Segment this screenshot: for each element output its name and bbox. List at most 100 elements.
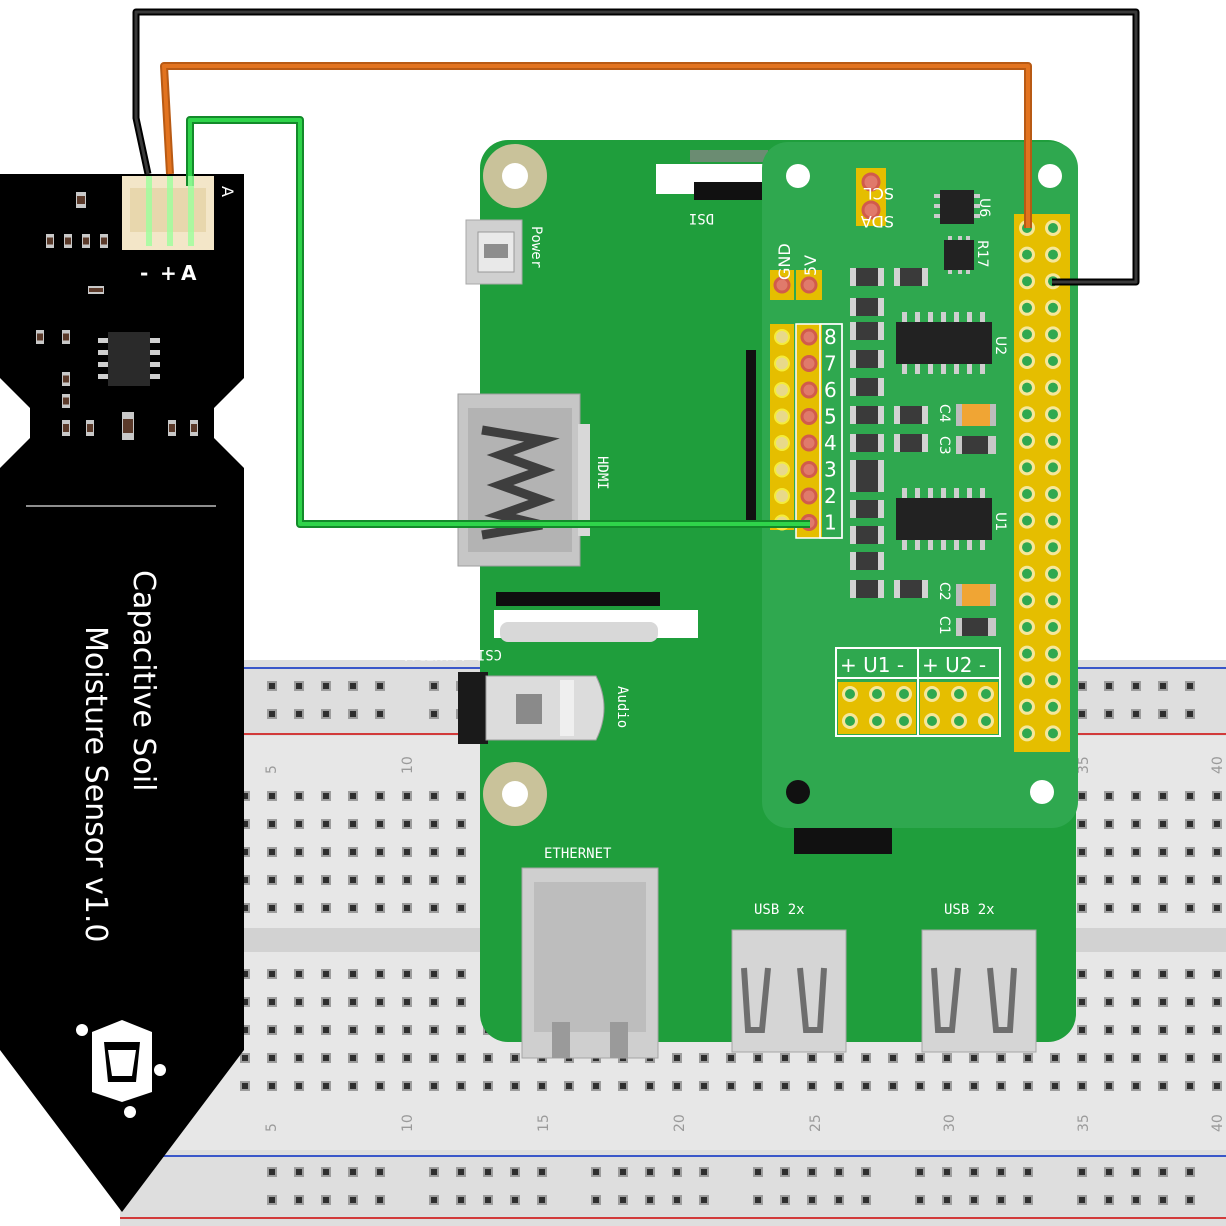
gpio-pin-hole [1022, 648, 1032, 659]
breadboard-hole-core [1133, 999, 1139, 1005]
breadboard-hole-core [431, 849, 437, 855]
sensor-smd-part-body [47, 237, 53, 245]
u1-group-label: + U1 - [840, 653, 904, 677]
channel-number: 3 [824, 458, 837, 482]
smd-resistor-body [900, 434, 922, 452]
breadboard-hole-core [404, 999, 410, 1005]
bb-top-number-5: 5 [264, 765, 280, 774]
breadboard-hole-core [1214, 793, 1220, 799]
ic-leg [941, 540, 946, 550]
group-pad-hole [845, 689, 855, 699]
breadboard-hole-core [269, 821, 275, 827]
breadboard-hole-core [350, 849, 356, 855]
rail-hole-core [674, 1197, 680, 1203]
breadboard-hole-core [1187, 849, 1193, 855]
rail-hole-core [1025, 1169, 1031, 1175]
breadboard-hole-core [1187, 905, 1193, 911]
ic-leg [954, 364, 959, 374]
breadboard-hole-core [1160, 877, 1166, 883]
ic-leg [941, 364, 946, 374]
breadboard-hole-core [404, 1027, 410, 1033]
u6-label: U6 [976, 198, 992, 217]
bb-bottom-number-30: 30 [942, 1114, 958, 1132]
channel-pad-right [800, 434, 818, 452]
scl-pad [861, 172, 881, 192]
gpio-pin-hole [1022, 568, 1032, 579]
rail-hole-core [323, 683, 329, 689]
smd-resistor-body [856, 298, 878, 316]
breadboard-hole-core [431, 793, 437, 799]
breadboard-hole-core [1160, 905, 1166, 911]
breadboard-hole-core [350, 821, 356, 827]
c4-capacitor [956, 404, 996, 426]
breadboard-hole-core [404, 877, 410, 883]
rail-hole-core [863, 1169, 869, 1175]
breadboard-hole-core [323, 1055, 329, 1061]
breadboard-hole-core [1025, 1055, 1031, 1061]
breadboard-hole-core [323, 1027, 329, 1033]
rail-hole-core [350, 1169, 356, 1175]
breadboard-hole-core [620, 1083, 626, 1089]
group-pad-hole [872, 716, 882, 726]
breadboard-hole-core [377, 1083, 383, 1089]
csi-label: CSI (CAMERA) [401, 646, 502, 662]
gpio-pin-hole [1022, 595, 1032, 606]
rail-hole-core [269, 1169, 275, 1175]
dsi-label: DSI [689, 210, 714, 226]
breadboard-hole-core [1214, 905, 1220, 911]
bb-top-number-10: 10 [400, 756, 416, 774]
breadboard-hole-core [836, 1055, 842, 1061]
channel-pad-right [800, 461, 818, 478]
c3-capacitor [956, 436, 996, 454]
group-pad-hole [899, 689, 909, 699]
u6-chip [934, 190, 980, 224]
u1-label: U1 [992, 512, 1008, 531]
rail-hole-core [647, 1197, 653, 1203]
breadboard-hole-core [485, 1083, 491, 1089]
breadboard-hole-core [566, 1083, 572, 1089]
breadboard-hole-core [269, 1055, 275, 1061]
ic-leg [928, 540, 933, 550]
ic-leg [967, 364, 972, 374]
rail-hole-core [458, 1169, 464, 1175]
usb-port-left [731, 929, 847, 1053]
rail-hole-core [1160, 1169, 1166, 1175]
channel-pad-right [800, 355, 818, 372]
rail-hole-core [431, 1169, 437, 1175]
rail-hole-core [917, 1169, 923, 1175]
breadboard-hole-core [1133, 1027, 1139, 1033]
rail-hole-core [647, 1169, 653, 1175]
breadboard-hole-core [1214, 821, 1220, 827]
sensor-smd-part-body [63, 375, 69, 383]
breadboard-hole-core [458, 1027, 464, 1033]
breadboard-hole-core [1106, 849, 1112, 855]
rail-hole-core [809, 1197, 815, 1203]
breadboard-hole-core [269, 971, 275, 977]
breadboard-hole-core [404, 971, 410, 977]
smd-resistor-body [856, 500, 878, 518]
gpio-pin-hole [1048, 622, 1058, 632]
breadboard-hole-core [431, 1027, 437, 1033]
sda-label: SDA [861, 212, 894, 231]
gpio-pin-hole [1022, 701, 1032, 712]
gpio-pin-hole [1048, 648, 1058, 659]
breadboard-hole-core [1106, 971, 1112, 977]
gpio-pin-hole [1022, 356, 1032, 366]
breadboard-hole-core [917, 1055, 923, 1061]
sensor-smd-part-body [89, 288, 103, 292]
ethernet-label: ETHERNET [544, 846, 612, 862]
breadboard-hole-core [701, 1083, 707, 1089]
breadboard-hole-core [1133, 1083, 1139, 1089]
gnd-label: GND [775, 243, 794, 280]
rail-hole-core [323, 711, 329, 717]
gpio-pin-hole [1048, 462, 1058, 473]
breadboard-hole-core [404, 821, 410, 827]
bb-bottom-number-10: 10 [400, 1114, 416, 1132]
breadboard-hole-core [1160, 793, 1166, 799]
smd-resistor-body [900, 580, 922, 598]
breadboard-hole-core [971, 1083, 977, 1089]
breadboard-hole-core [1106, 821, 1112, 827]
gpio-pin-hole [1022, 622, 1032, 632]
